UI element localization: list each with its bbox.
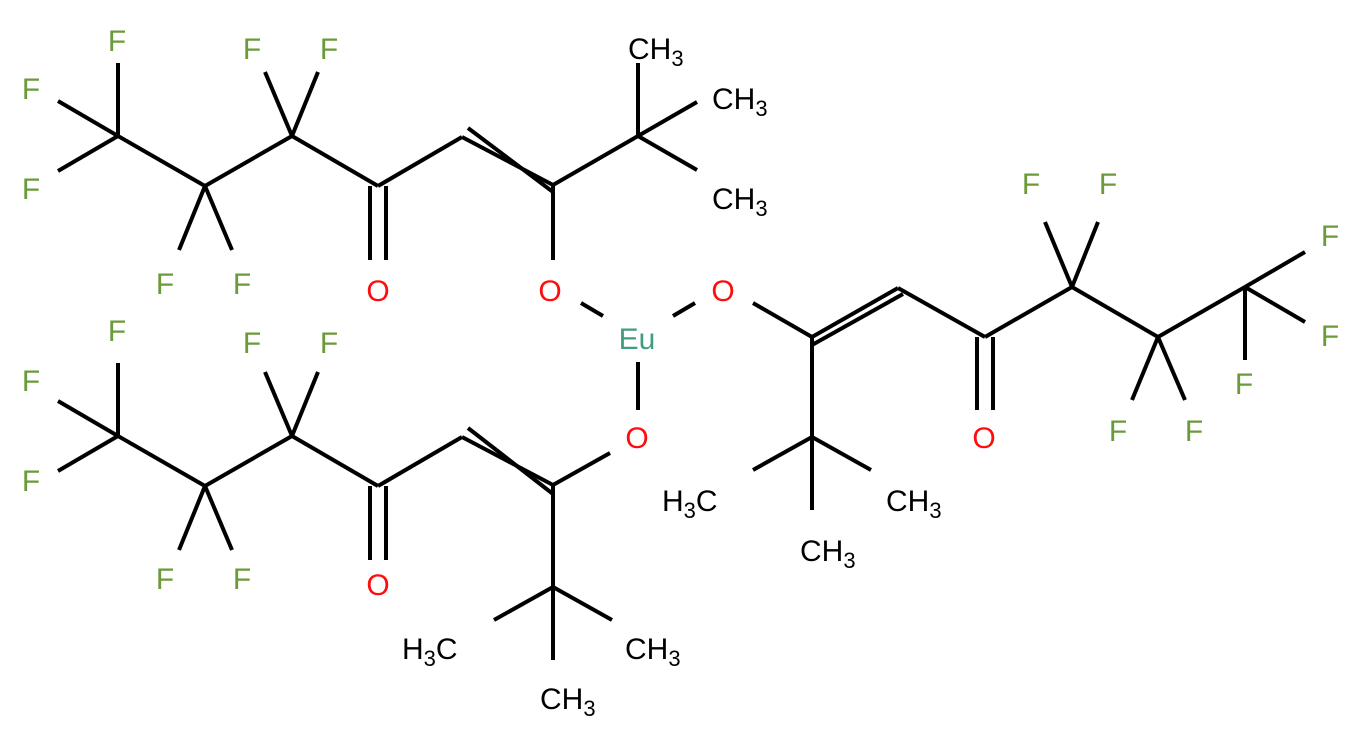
- methyl-group-label: CH3: [800, 535, 856, 573]
- fluorine-atom-label: F: [22, 365, 40, 398]
- fluorine-atom-label: F: [1321, 320, 1339, 353]
- fluorine-atom-label: F: [22, 465, 40, 498]
- fluorine-atom-label: F: [22, 173, 40, 206]
- fluorine-atom-label: F: [233, 268, 251, 301]
- fluorine-atom-label: F: [108, 315, 126, 348]
- fluorine-atom-label: F: [156, 563, 174, 596]
- oxygen-atom-label: O: [538, 275, 561, 308]
- methyl-group-label: CH3: [625, 633, 681, 671]
- methyl-group-label: CH3: [712, 83, 768, 121]
- fluorine-atom-label: F: [320, 33, 338, 66]
- fluorine-atom-label: F: [1235, 368, 1253, 401]
- methyl-group-label: CH3: [540, 683, 596, 721]
- methyl-group-label: CH3: [628, 33, 684, 71]
- fluorine-atom-label: F: [1321, 220, 1339, 253]
- oxygen-atom-label: O: [711, 275, 734, 308]
- fluorine-atom-label: F: [243, 327, 261, 360]
- oxygen-atom-label: O: [366, 275, 389, 308]
- fluorine-atom-label: F: [1185, 415, 1203, 448]
- fluorine-atom-label: F: [108, 25, 126, 58]
- fluorine-atom-label: F: [22, 73, 40, 106]
- fluorine-atom-label: F: [320, 327, 338, 360]
- europium-atom-label: Eu: [619, 323, 656, 356]
- methyl-group-label: CH3: [886, 485, 942, 523]
- fluorine-atom-label: F: [233, 563, 251, 596]
- fluorine-atom-label: F: [243, 33, 261, 66]
- oxygen-atom-label: O: [366, 569, 389, 602]
- fluorine-atom-label: F: [1022, 168, 1040, 201]
- methyl-group-label: H3C: [662, 485, 718, 523]
- fluorine-atom-label: F: [1109, 415, 1127, 448]
- methyl-group-label: H3C: [402, 633, 458, 671]
- fluorine-atom-label: F: [156, 268, 174, 301]
- ligand-top-left-bonds: [56, 63, 698, 260]
- fluorine-atom-label: F: [1099, 168, 1117, 201]
- oxygen-atom-label: O: [972, 422, 995, 455]
- methyl-group-label: CH3: [712, 183, 768, 221]
- ligand-right-bonds: [752, 221, 1307, 510]
- ligand-bottom-left-bonds: [56, 363, 613, 660]
- eu-coordination-bonds: [579, 301, 697, 410]
- oxygen-atom-label: O: [625, 422, 648, 455]
